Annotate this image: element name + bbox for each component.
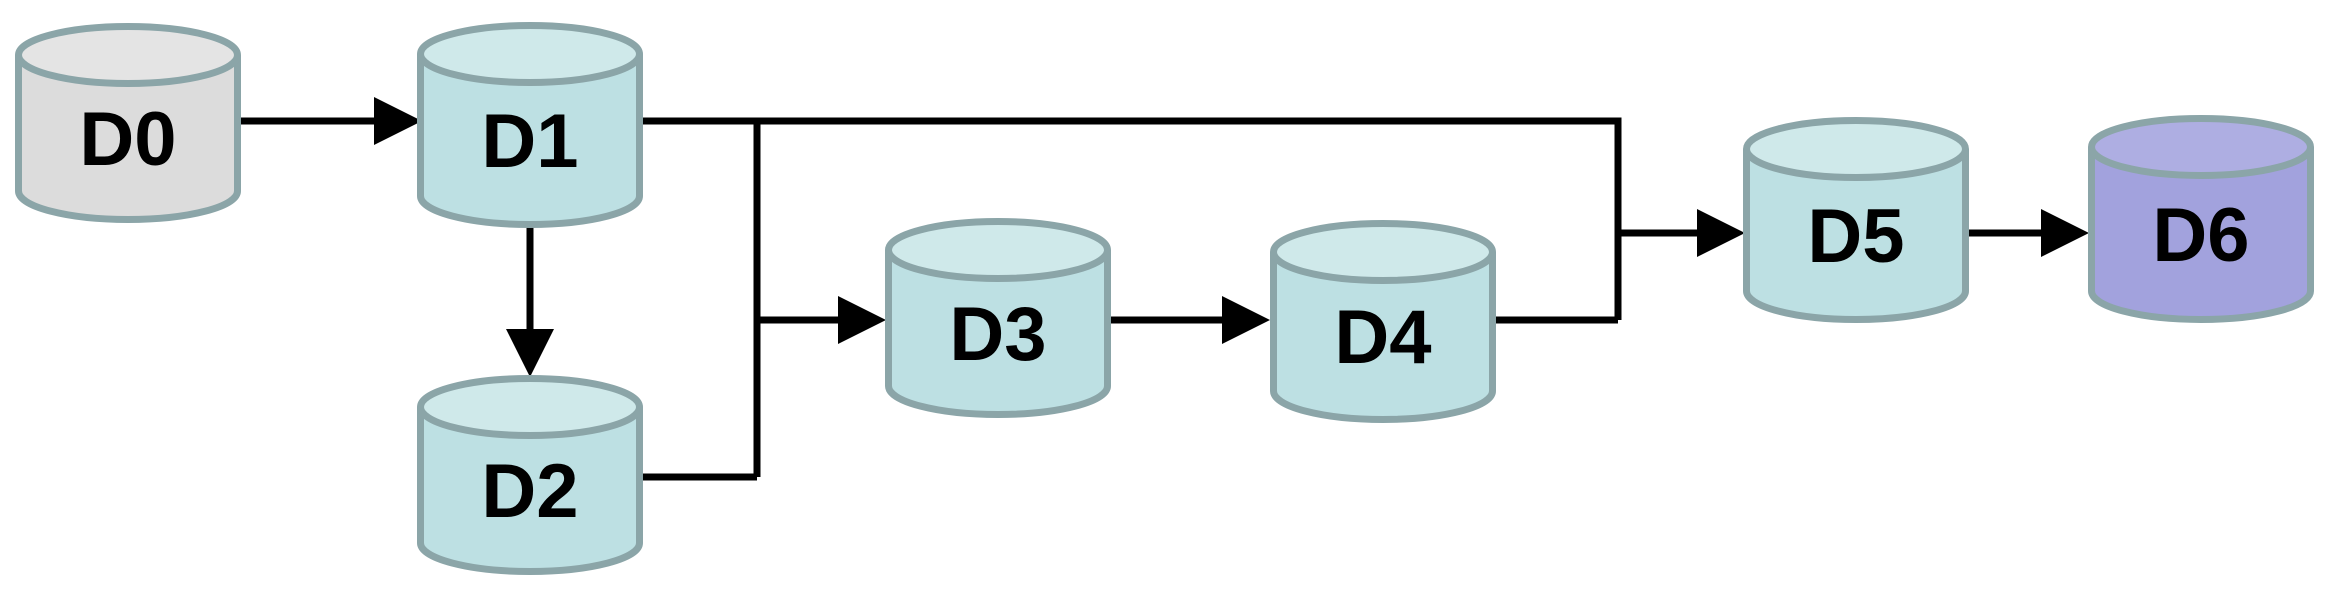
cylinder-top (1270, 220, 1496, 284)
node-label-d6: D6 (2152, 193, 2249, 278)
edge-d1-d5-trunk (641, 117, 1622, 320)
node-d3: D3 (885, 218, 1111, 418)
node-d2: D2 (417, 375, 643, 575)
node-label-d3: D3 (949, 292, 1046, 377)
node-d4: D4 (1270, 220, 1496, 423)
edge-merge-d3-arrowhead (838, 296, 886, 344)
node-label-d4: D4 (1334, 295, 1431, 380)
edge-merge-d5-arrowhead (1697, 209, 1745, 257)
cylinder-top (417, 375, 643, 439)
edge-d3-d4-arrowhead (1222, 296, 1270, 344)
node-d1: D1 (417, 22, 643, 228)
cylinder-top (1743, 117, 1969, 181)
cylinder-shape (417, 407, 643, 575)
cylinder-shape (885, 250, 1111, 418)
node-d6: D6 (2088, 115, 2314, 323)
cylinder-shape (2088, 147, 2314, 323)
node-label-d5: D5 (1807, 194, 1904, 279)
node-d0: D0 (15, 23, 241, 223)
cylinder-shape (417, 54, 643, 228)
edge-d0-d1-arrowhead (374, 97, 422, 145)
node-label-d2: D2 (481, 449, 578, 534)
node-d5: D5 (1743, 117, 1969, 323)
edge-d5-d6-arrowhead (2041, 209, 2089, 257)
cylinder-shape (1270, 252, 1496, 423)
cylinder-shape (15, 55, 241, 223)
edge-d1-d2-arrowhead (506, 329, 554, 377)
node-label-d0: D0 (79, 97, 176, 182)
cylinder-top (417, 22, 643, 86)
cylinder-top (2088, 115, 2314, 179)
edges (238, 97, 2089, 481)
cylinder-top (885, 218, 1111, 282)
node-label-d1: D1 (481, 99, 578, 184)
cylinder-shape (1743, 149, 1969, 323)
cylinder-top (15, 23, 241, 87)
